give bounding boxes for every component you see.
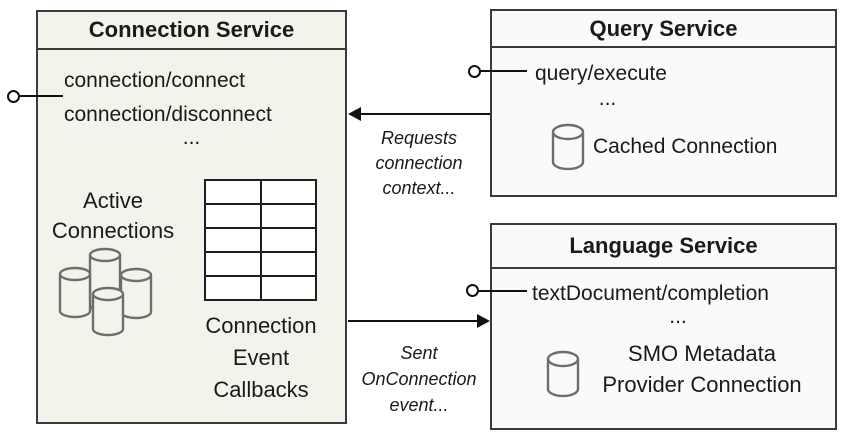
method-query-execute: query/execute (535, 62, 667, 85)
language-interface-line (477, 290, 527, 292)
cached-connection-label: Cached Connection (593, 135, 778, 158)
active-connections-line2: Connections (51, 218, 175, 243)
active-connections-label: Active Connections (40, 186, 186, 246)
table-cell (206, 181, 260, 203)
connection-service-title: Connection Service (38, 12, 345, 50)
query-service-box: Query Service query/execute ... Cached C… (490, 9, 837, 197)
method-connection-disconnect: connection/disconnect (64, 103, 272, 126)
database-cluster-icon (58, 247, 153, 337)
callback-label-line3: Callbacks (213, 377, 309, 402)
table-cell (261, 181, 315, 203)
database-icon (551, 123, 585, 171)
sent-arrow-line (348, 320, 479, 322)
method-connection-connect: connection/connect (64, 69, 245, 92)
database-icon (546, 350, 580, 398)
language-service-title: Language Service (492, 225, 835, 269)
table-cell (261, 253, 315, 275)
smo-metadata-label: SMO Metadata Provider Connection (582, 338, 822, 400)
requests-annotation-line2: connection (375, 153, 463, 173)
requests-annotation-line3: context... (382, 178, 456, 198)
sent-annotation-line1: Sent (400, 343, 438, 363)
language-methods-ellipsis: ... (669, 305, 687, 328)
callback-label: Connection Event Callbacks (188, 310, 334, 406)
active-connections-line1: Active (83, 188, 143, 213)
smo-label-line2: Provider Connection (602, 372, 802, 397)
table-cell (206, 277, 260, 299)
query-service-title: Query Service (492, 11, 835, 48)
sent-annotation-line3: event... (389, 395, 449, 415)
method-textdocument-completion: textDocument/completion (532, 282, 769, 305)
connection-interface-lollipop-icon (7, 90, 20, 103)
query-interface-line (479, 70, 527, 72)
requests-arrow-line (359, 113, 490, 115)
callback-label-line1: Connection (205, 313, 317, 338)
query-methods-ellipsis: ... (598, 87, 617, 110)
connection-service-box: Connection Service connection/connect co… (36, 10, 347, 424)
table-cell (261, 277, 315, 299)
callback-table (204, 179, 317, 301)
table-cell (206, 205, 260, 227)
language-service-box: Language Service textDocument/completion… (490, 223, 837, 430)
table-cell (206, 229, 260, 251)
table-cell (206, 253, 260, 275)
callback-label-line2: Event (232, 345, 290, 370)
requests-annotation: Requests connection context... (348, 126, 490, 201)
query-interface-lollipop-icon (468, 65, 481, 78)
connection-interface-line (18, 95, 63, 97)
sent-annotation: Sent OnConnection event... (348, 340, 490, 418)
language-interface-lollipop-icon (466, 284, 479, 297)
sent-arrowhead-icon (477, 314, 490, 328)
table-cell (261, 229, 315, 251)
table-cell (261, 205, 315, 227)
smo-label-line1: SMO Metadata (628, 341, 776, 366)
requests-annotation-line1: Requests (380, 128, 458, 148)
connection-methods-ellipsis: ... (182, 126, 201, 149)
sent-annotation-line2: OnConnection (361, 369, 477, 389)
requests-arrowhead-icon (348, 107, 361, 121)
